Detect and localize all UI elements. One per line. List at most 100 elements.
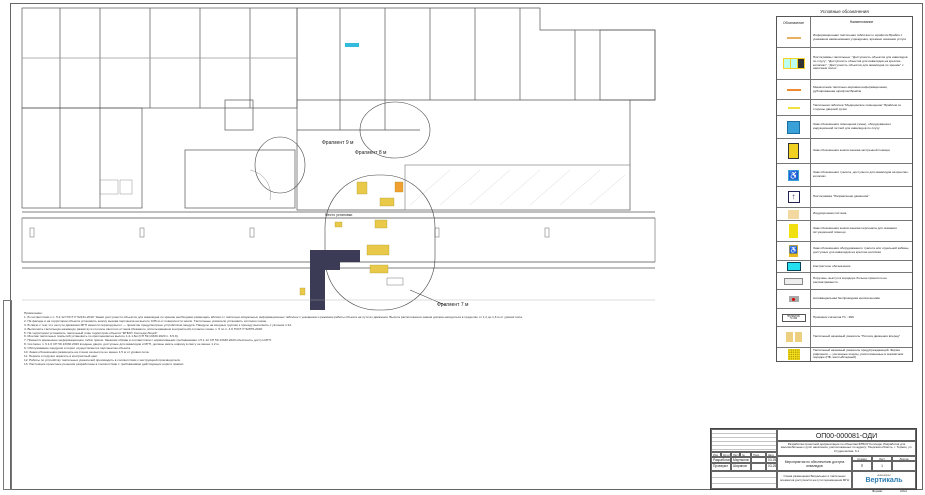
mnemonic-scheme-icon bbox=[777, 80, 811, 99]
ramp bbox=[310, 250, 360, 310]
header-change: Изм. bbox=[711, 452, 721, 457]
legend: Условные обозначения Обозначение Наимено… bbox=[776, 8, 913, 362]
legend-item: Тактильный наземный указатель "Полоса дв… bbox=[777, 326, 912, 347]
company-logo: инжиниринг Вертикаль bbox=[852, 471, 916, 489]
induction-system-icon bbox=[777, 208, 811, 220]
braille-info-plate-icon bbox=[777, 28, 811, 47]
fragment-7-outline bbox=[324, 174, 436, 311]
legend-title: Условные обозначения bbox=[820, 9, 869, 14]
legend-item: Знак обозначения кнопки вызова персонала… bbox=[777, 220, 912, 241]
legend-item-text: Знак обозначения кнопки вызова персонала… bbox=[813, 226, 897, 234]
notes-title: Примечание: bbox=[24, 311, 43, 315]
format-label: Формат bbox=[872, 489, 883, 493]
legend-item: ПРИЕМНИК ГС-999 Приемник сигналов ГС - 99… bbox=[777, 308, 912, 326]
note-line: 10. Знаки обозначения размещать на стена… bbox=[24, 350, 150, 355]
left-wing-bottom bbox=[21, 107, 143, 209]
contrast-marking-icon bbox=[777, 261, 811, 272]
hearing-loop-sign-icon bbox=[777, 116, 811, 138]
legend-item: Контрастное обозначение bbox=[777, 260, 912, 272]
tactile-warning-icon bbox=[777, 348, 811, 361]
title-block: ОП00-000081-ОДИ Разработка проектной док… bbox=[710, 428, 917, 490]
header-date: Дата bbox=[766, 452, 777, 457]
developed-name: Мартынов bbox=[731, 457, 751, 463]
tactile-plate-icon bbox=[777, 100, 811, 115]
project-description: Разработка проектной документации по объ… bbox=[777, 441, 916, 456]
note-line: 9. Обслуживание пандусов и перил осущест… bbox=[24, 346, 131, 351]
note-line: 5. На территории установить тактильный п… bbox=[24, 330, 159, 335]
header-sheet: Лист bbox=[731, 452, 740, 457]
handrail-icon bbox=[777, 273, 811, 289]
note-line: 7. Привести временное информационное таб… bbox=[24, 338, 272, 343]
company-sub: инжиниринг bbox=[877, 473, 891, 477]
note-line: 11. Перила и поручни окрасить в контраст… bbox=[24, 353, 99, 358]
sheets-label: Листов bbox=[892, 456, 916, 461]
fragment-8-label[interactable]: Фрагмент 8 м bbox=[355, 150, 387, 156]
legend-item-text: Приемник сигналов ГС - 999 bbox=[813, 314, 854, 319]
legend-item-text: Пиктограмма "Направление движения" bbox=[813, 194, 870, 199]
legend-item-text: Тактильная табличка "Медицинское помещен… bbox=[813, 102, 902, 111]
legend-item: Информационная тактильная табличка со шр… bbox=[777, 28, 912, 47]
receiver-icon: ПРИЕМНИК ГС-999 bbox=[777, 309, 811, 326]
legend-item: Поручень, выступ в коридоре больше приня… bbox=[777, 272, 912, 289]
company-name: Вертикаль bbox=[865, 477, 903, 485]
stage-value: П bbox=[852, 461, 872, 471]
drawing-frame bbox=[10, 3, 923, 490]
fragment-9-label[interactable]: Фрагмент 9 м bbox=[322, 140, 354, 146]
legend-item-text: Знак обозначения кнопки вызова экстренно… bbox=[813, 148, 890, 153]
section-title: Мероприятия по обеспечению доступа инвал… bbox=[777, 456, 852, 471]
receiver-symbol-text: ПРИЕМНИК ГС-999 bbox=[781, 313, 806, 322]
legend-item-text: Индукционная система bbox=[813, 211, 847, 216]
note-line: 12. Работы по устройству тактильных указ… bbox=[24, 357, 181, 362]
accessible-toilet-sign-icon: ♿ bbox=[777, 242, 811, 260]
format-value: А3х4 bbox=[900, 489, 907, 493]
legend-header: Обозначение Наименование bbox=[777, 17, 912, 28]
fragment-7-label[interactable]: Фрагмент 7 м bbox=[437, 302, 469, 308]
legend-item-text: Тактильный наземный указатель предупрежд… bbox=[813, 348, 904, 360]
call-button-icon bbox=[777, 290, 811, 308]
checked-label: Проверил bbox=[711, 463, 731, 471]
drawing-code: ОП00-000081-ОДИ bbox=[777, 429, 916, 441]
emergency-button-sign-icon bbox=[777, 139, 811, 163]
fragment-8-outline bbox=[359, 101, 431, 159]
direction-arrow-icon: ↑ bbox=[777, 187, 811, 207]
legend-item: Индукционная система bbox=[777, 207, 912, 220]
checked-name: Шарипов bbox=[731, 463, 751, 471]
sheet-label: Лист bbox=[872, 456, 892, 461]
legend-item: Знак обозначения кнопки вызова экстренно… bbox=[777, 138, 912, 163]
legend-item-text: Информационная тактильная табличка со шр… bbox=[813, 32, 907, 41]
legend-item: ♿Знак обозначения оборудованного туалета… bbox=[777, 241, 912, 260]
legend-item: Тактильный наземный указатель предупрежд… bbox=[777, 347, 912, 361]
legend-item-text: Знак обозначения туалета, доступного для… bbox=[813, 170, 909, 178]
legend-col-symbol: Обозначение bbox=[777, 17, 811, 28]
legend-item-text: Мнемосхема тактильно-звуковая информацио… bbox=[813, 84, 888, 93]
note-line: 6. Монтаж тактильных покрытий установить… bbox=[24, 334, 179, 339]
stage-label: Стадия bbox=[852, 456, 872, 461]
install-location-label: Место установки bbox=[325, 213, 353, 217]
cyan-marker bbox=[345, 43, 359, 47]
header-qty: Кол.уч bbox=[721, 452, 731, 457]
note-line: 13. Настоящие проектные решения разработ… bbox=[24, 361, 185, 366]
legend-col-name: Наименование bbox=[849, 19, 874, 24]
signature-grid bbox=[711, 471, 777, 489]
legend-item: ♿Знак обозначения туалета, доступного дл… bbox=[777, 163, 912, 186]
fragment-9-outline bbox=[254, 136, 306, 194]
binding-strip bbox=[3, 300, 12, 490]
wheelchair-sign-icon: ♿ bbox=[777, 164, 811, 186]
legend-item-text: Контрастное обозначение bbox=[813, 263, 851, 268]
legend-table: Обозначение Наименование Информационная … bbox=[776, 16, 913, 362]
legend-item-text: Знак обозначения помещения (зоны), обору… bbox=[813, 122, 892, 130]
legend-item: Мнемосхема тактильно-звуковая информацио… bbox=[777, 79, 912, 99]
note-line: 4. Выполнить тактильную наземную разметк… bbox=[24, 326, 263, 331]
legend-item-text: Тактильный наземный указатель "Полоса дв… bbox=[813, 334, 901, 339]
sheet-title: Схема размещения Визуальных и тактильных… bbox=[777, 471, 852, 489]
note-line: 8. Согласно п. 6.1.6 СП 59.13330.2020 вх… bbox=[24, 342, 220, 347]
developed-sign bbox=[751, 457, 766, 463]
legend-item: ↑Пиктограмма "Направление движения" bbox=[777, 186, 912, 207]
sheet-value: 1 bbox=[872, 461, 892, 471]
note-line: 2. На фасаде и на территории объекта уст… bbox=[24, 318, 268, 323]
header-doc: № док. bbox=[740, 452, 751, 457]
checked-date: 03.25 bbox=[766, 463, 777, 471]
developed-label: Разработал bbox=[711, 457, 731, 463]
pictograms-icon bbox=[777, 48, 811, 79]
